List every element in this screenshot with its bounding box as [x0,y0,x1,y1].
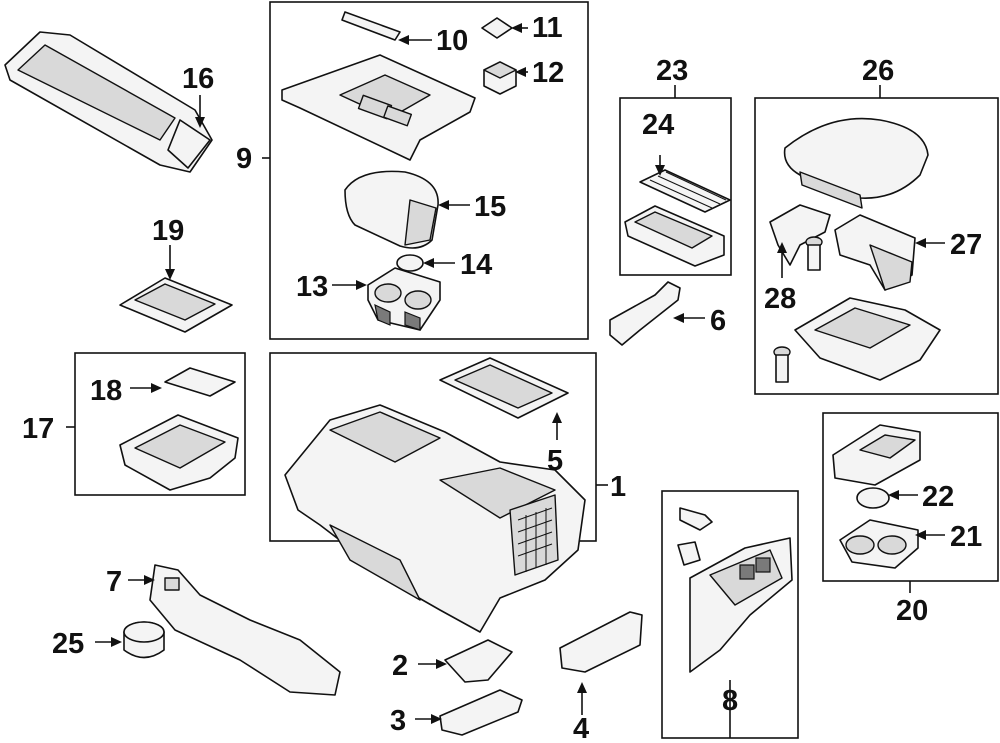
part-2-bracket [444,639,513,683]
part-9-upper-tray [281,54,476,161]
part-1-console-body [284,404,586,633]
part-13-cup-holder [367,267,441,331]
callout-2: 2 [392,650,408,682]
callout-28: 28 [764,283,796,315]
bolt-2 [773,346,791,383]
vent-grid [517,507,553,572]
part-24-insert [639,169,731,213]
callout-14: 14 [460,249,492,281]
part-17-storage-bin [119,414,239,491]
callout-3: 3 [390,705,406,737]
part-25-knob [123,621,165,659]
callout-11: 11 [532,12,563,44]
part-16-trim-panel [4,31,213,173]
part-26-armrest [783,117,929,209]
callout-23: 23 [656,55,688,87]
bolt-1 [805,236,823,271]
callout-20: 20 [896,595,928,627]
part-6-bracket [609,281,681,346]
part-19-bin-mat [119,277,233,333]
callout-6: 6 [710,305,726,337]
group-box-17 [74,352,246,496]
callout-18: 18 [90,375,122,407]
callout-27: 27 [950,229,982,261]
part-12-block [483,61,517,95]
callout-9: 9 [236,143,252,175]
leaders [66,23,945,738]
armrest-base [794,297,941,381]
callout-26: 26 [862,55,894,87]
part-18-mat [164,367,236,397]
part-23-tray [624,205,725,267]
callout-4: 4 [573,713,589,743]
callout-16: 16 [182,63,214,95]
part-28-clip [769,204,831,266]
callout-24: 24 [642,109,674,141]
part-22-o-ring [856,487,890,509]
part-21-cup-holder [839,519,919,569]
callout-21: 21 [950,521,982,553]
part-8-rear-panel [677,507,793,673]
callout-15: 15 [474,191,506,223]
part-11-pad [481,17,513,39]
callout-13: 13 [296,271,328,303]
callout-8: 8 [722,685,738,717]
part-15-lid [344,170,439,249]
group-box-26 [754,97,999,395]
callout-22: 22 [922,481,954,513]
callout-10: 10 [436,25,468,57]
part-27-latch [834,214,916,291]
part-20-bezel [832,424,921,486]
group-box-9 [269,1,589,340]
callout-5: 5 [547,445,563,477]
part-4-bracket [559,611,643,673]
callout-17: 17 [22,413,54,445]
callout-7: 7 [106,566,122,598]
part-7-side-trim [149,564,341,696]
part-3-bracket [439,689,523,736]
part-5-liner [439,357,569,419]
callout-19: 19 [152,215,184,247]
callout-25: 25 [52,628,84,660]
part-14-o-ring [396,254,424,272]
callout-1: 1 [610,471,626,503]
part-10-strip [341,11,401,41]
callout-12: 12 [532,57,564,89]
